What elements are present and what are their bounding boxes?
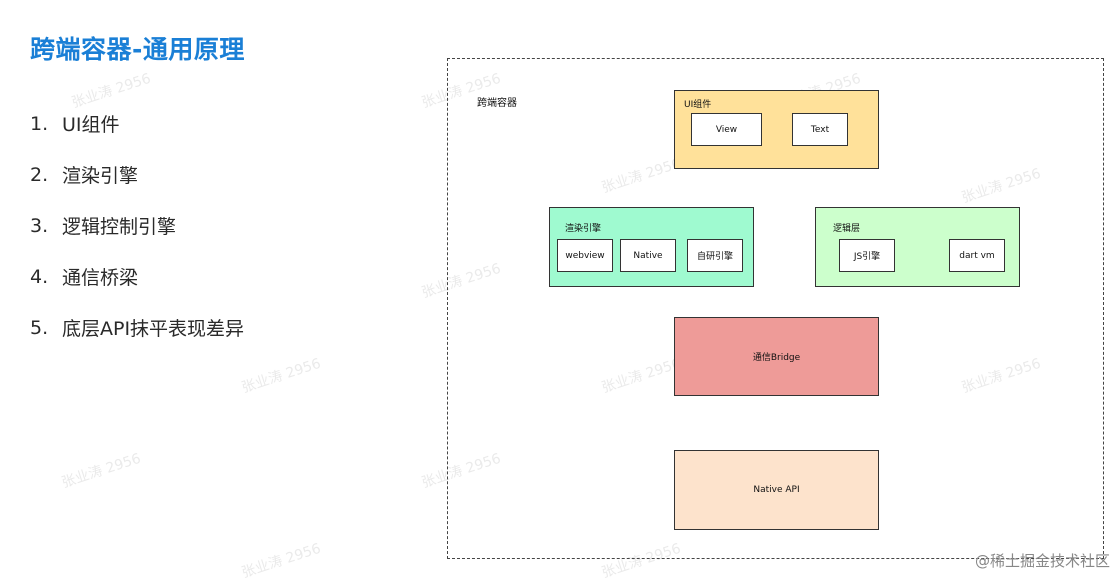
list-text: 渲染引擎 xyxy=(62,165,139,187)
list-item: 3. 逻辑控制引擎 xyxy=(30,200,244,251)
list-text: 底层API抹平表现差异 xyxy=(62,318,245,340)
site-credit: @稀土掘金技术社区 xyxy=(974,552,1110,570)
watermark: 张业涛 2956 xyxy=(239,540,323,582)
ui-components-box: UI组件 View Text xyxy=(674,90,879,169)
list-item: 2. 渲染引擎 xyxy=(30,149,244,200)
native-api-label: Native API xyxy=(753,485,800,495)
list-item: 5. 底层API抹平表现差异 xyxy=(30,302,244,353)
page-title: 跨端容器-通用原理 xyxy=(30,35,245,64)
bridge-box: 通信Bridge xyxy=(674,317,879,396)
logic-layer-box: 逻辑层 JS引擎 dart vm xyxy=(815,207,1020,287)
watermark: 张业涛 2956 xyxy=(239,355,323,397)
render-engine-box: 渲染引擎 webview Native 自研引擎 xyxy=(549,207,754,287)
native-box: Native xyxy=(620,239,676,272)
list-number: 2. xyxy=(30,163,49,186)
list-item: 4. 通信桥梁 xyxy=(30,251,244,302)
js-engine-box: JS引擎 xyxy=(839,239,895,272)
watermark: 张业涛 2956 xyxy=(59,450,143,492)
list-number: 1. xyxy=(30,112,49,135)
list-text: 逻辑控制引擎 xyxy=(62,216,177,238)
ui-components-label: UI组件 xyxy=(684,100,712,110)
webview-box: webview xyxy=(557,239,613,272)
list-text: 通信桥梁 xyxy=(62,267,139,289)
list-number: 5. xyxy=(30,316,49,339)
list-item: 1. UI组件 xyxy=(30,98,244,149)
container-label: 跨端容器 xyxy=(477,98,517,109)
self-developed-engine-box: 自研引擎 xyxy=(687,239,743,272)
bridge-label: 通信Bridge xyxy=(752,353,801,363)
list-number: 3. xyxy=(30,214,49,237)
view-box: View xyxy=(691,113,762,146)
logic-layer-label: 逻辑层 xyxy=(833,224,861,234)
principle-list: 1. UI组件 2. 渲染引擎 3. 逻辑控制引擎 4. 通信桥梁 5. 底层A… xyxy=(30,98,244,353)
text-box: Text xyxy=(792,113,848,146)
list-text: UI组件 xyxy=(62,114,120,136)
render-engine-label: 渲染引擎 xyxy=(565,224,602,234)
native-api-box: Native API xyxy=(674,450,879,530)
list-number: 4. xyxy=(30,265,49,288)
cross-platform-container xyxy=(447,58,1104,559)
dart-vm-box: dart vm xyxy=(949,239,1005,272)
